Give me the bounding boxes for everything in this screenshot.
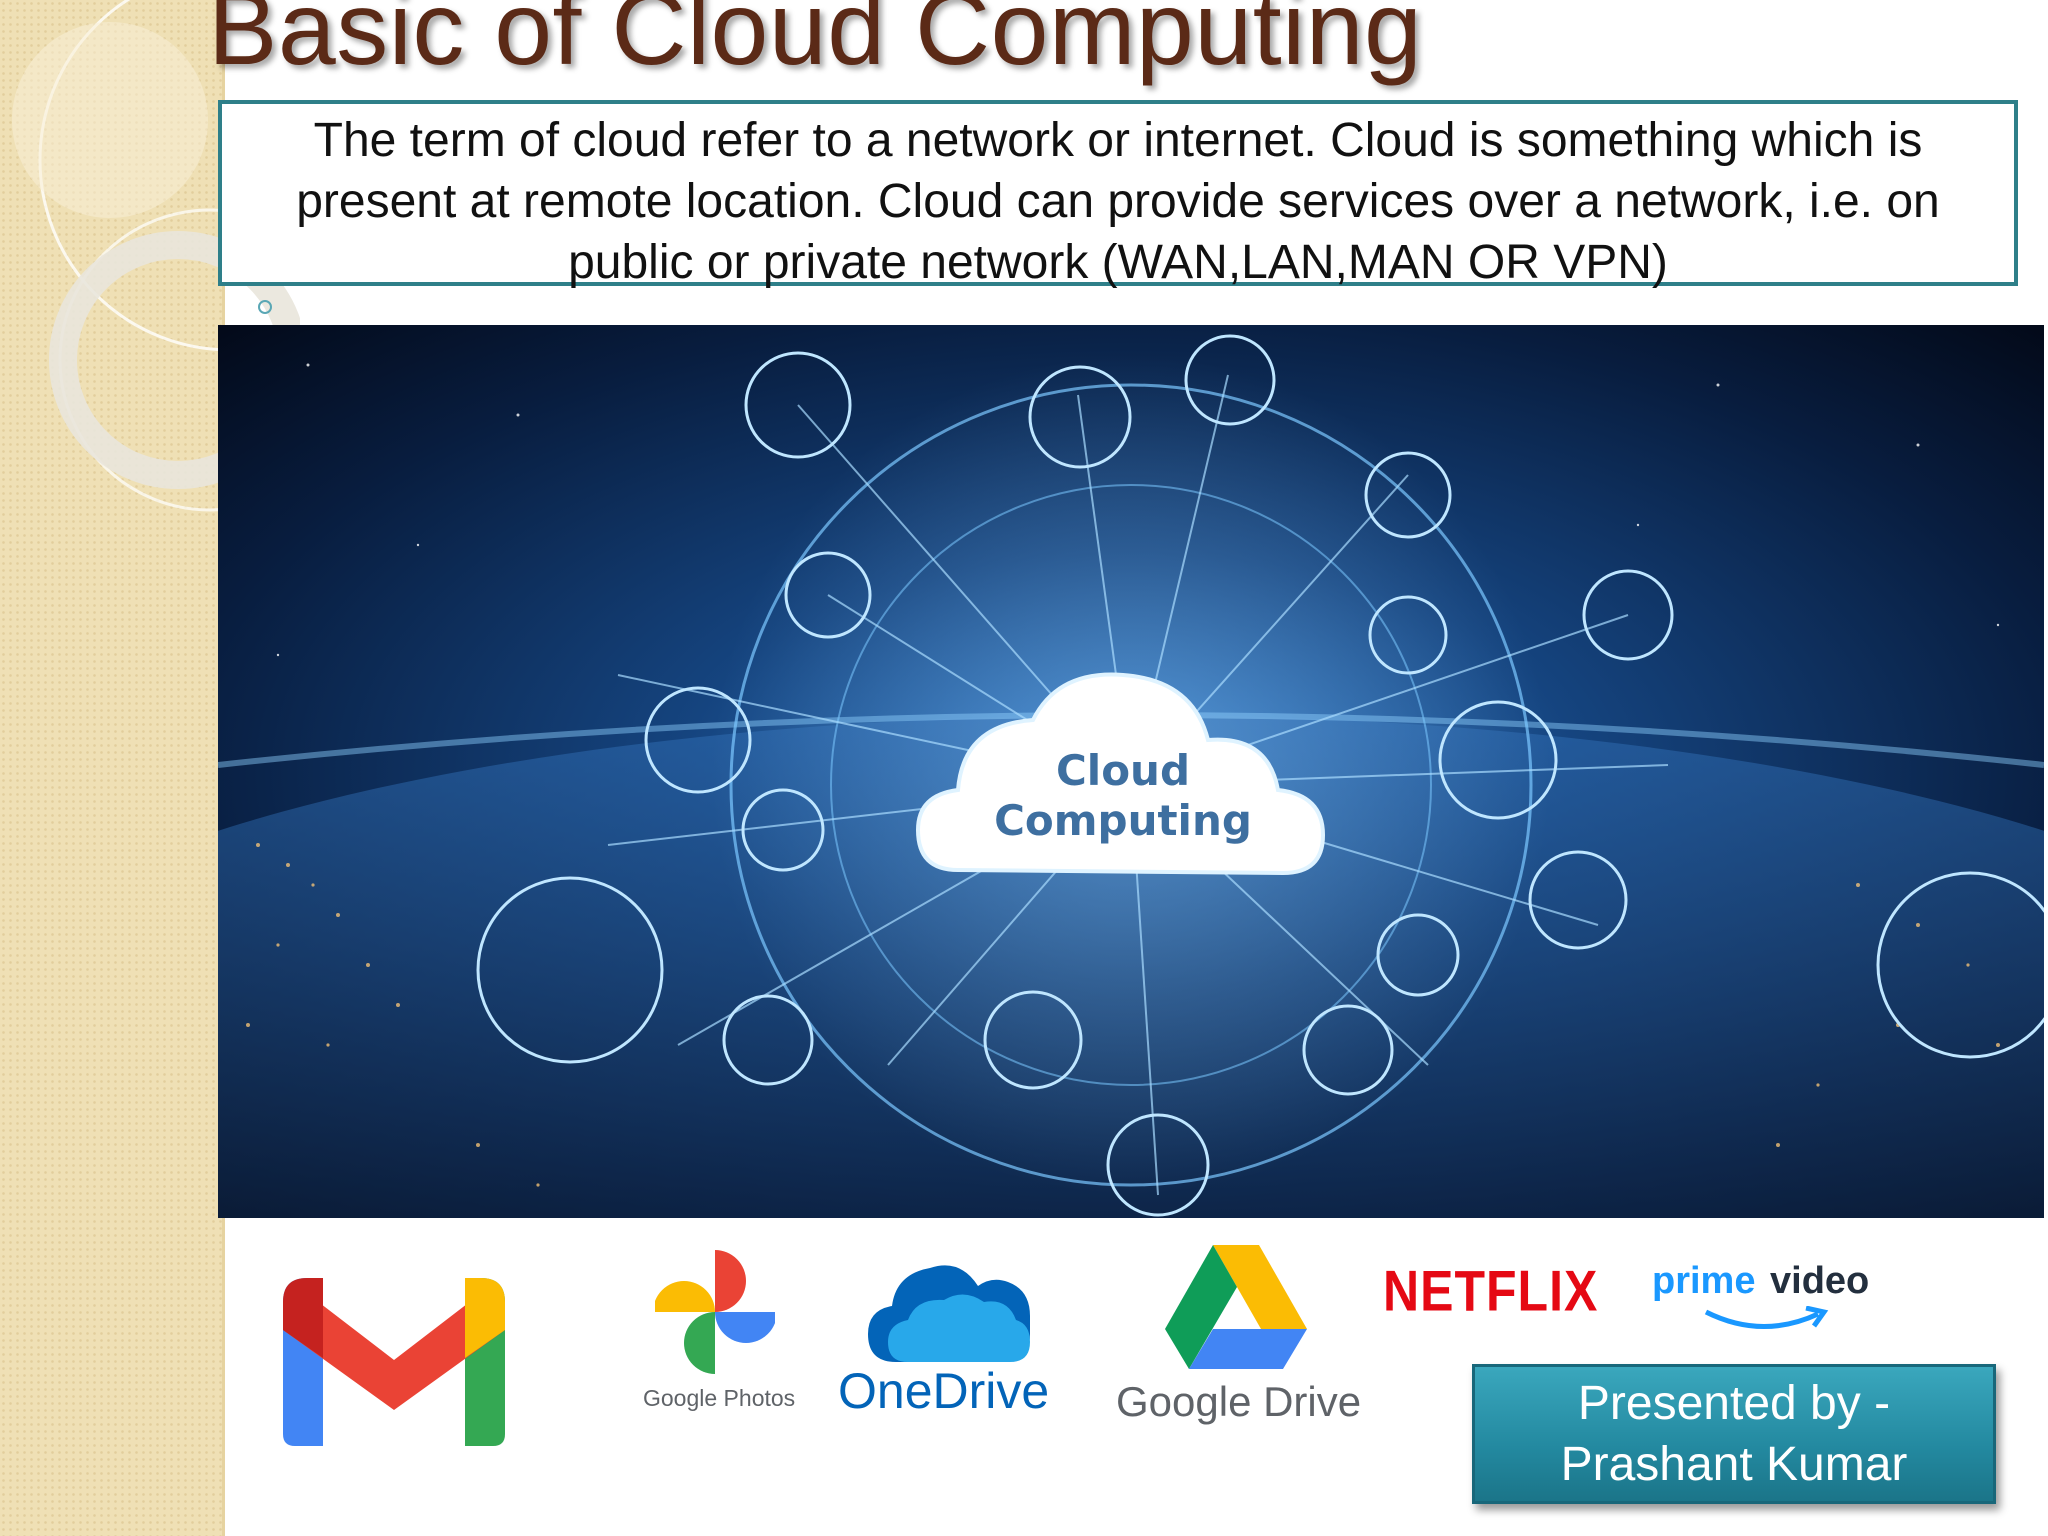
prime-video-video: video [1770, 1260, 1870, 1302]
prime-video-prime: prime [1652, 1260, 1756, 1302]
onedrive-logo [868, 1265, 1030, 1362]
google-photos-label: Google Photos [643, 1385, 796, 1411]
presenter-box: Presented by - Prashant Kumar [1472, 1364, 1996, 1504]
google-drive-label: Google Drive [1116, 1378, 1362, 1425]
presenter-line1: Presented by - [1577, 1377, 1891, 1430]
prime-video-logo: prime video [1652, 1260, 1892, 1340]
prime-smile-icon [1704, 1306, 1829, 1329]
google-drive-logo [1165, 1245, 1307, 1369]
cloud-label-line1: Cloud [1056, 746, 1190, 795]
netflix-logo: NETFLIX [1383, 1258, 1599, 1324]
onedrive-label: OneDrive [838, 1363, 1050, 1419]
intro-text: The term of cloud refer to a network or … [296, 114, 1940, 289]
google-photos-logo [655, 1250, 775, 1374]
bullet-marker [258, 300, 272, 314]
cloud-computing-illustration: Cloud Computing [218, 325, 2044, 1218]
cloud-label-line2: Computing [994, 796, 1252, 845]
slide-title: Basic of Cloud Computing [208, 0, 1423, 87]
gmail-logo [283, 1278, 505, 1446]
intro-text-box: The term of cloud refer to a network or … [218, 100, 2018, 289]
presenter-name: Prashant Kumar [1560, 1438, 1908, 1491]
